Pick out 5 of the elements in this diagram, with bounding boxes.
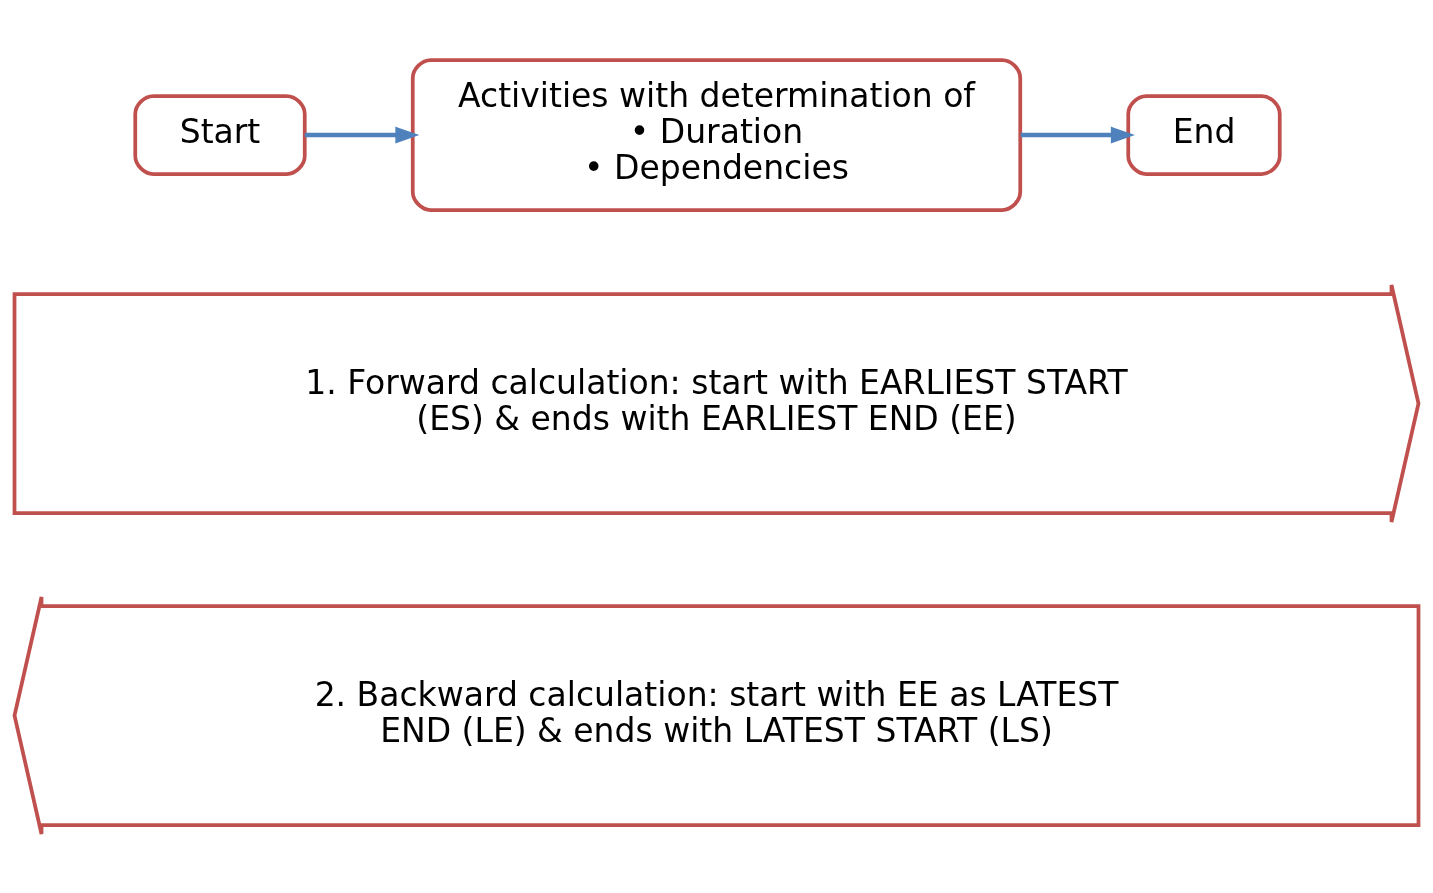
node-box: End (1126, 93, 1282, 176)
arrow (1020, 126, 1135, 143)
node-box: Activities with determination of • Duration • Dependencies (410, 57, 1023, 212)
node-box: Start (133, 93, 307, 176)
arrow (304, 126, 420, 143)
